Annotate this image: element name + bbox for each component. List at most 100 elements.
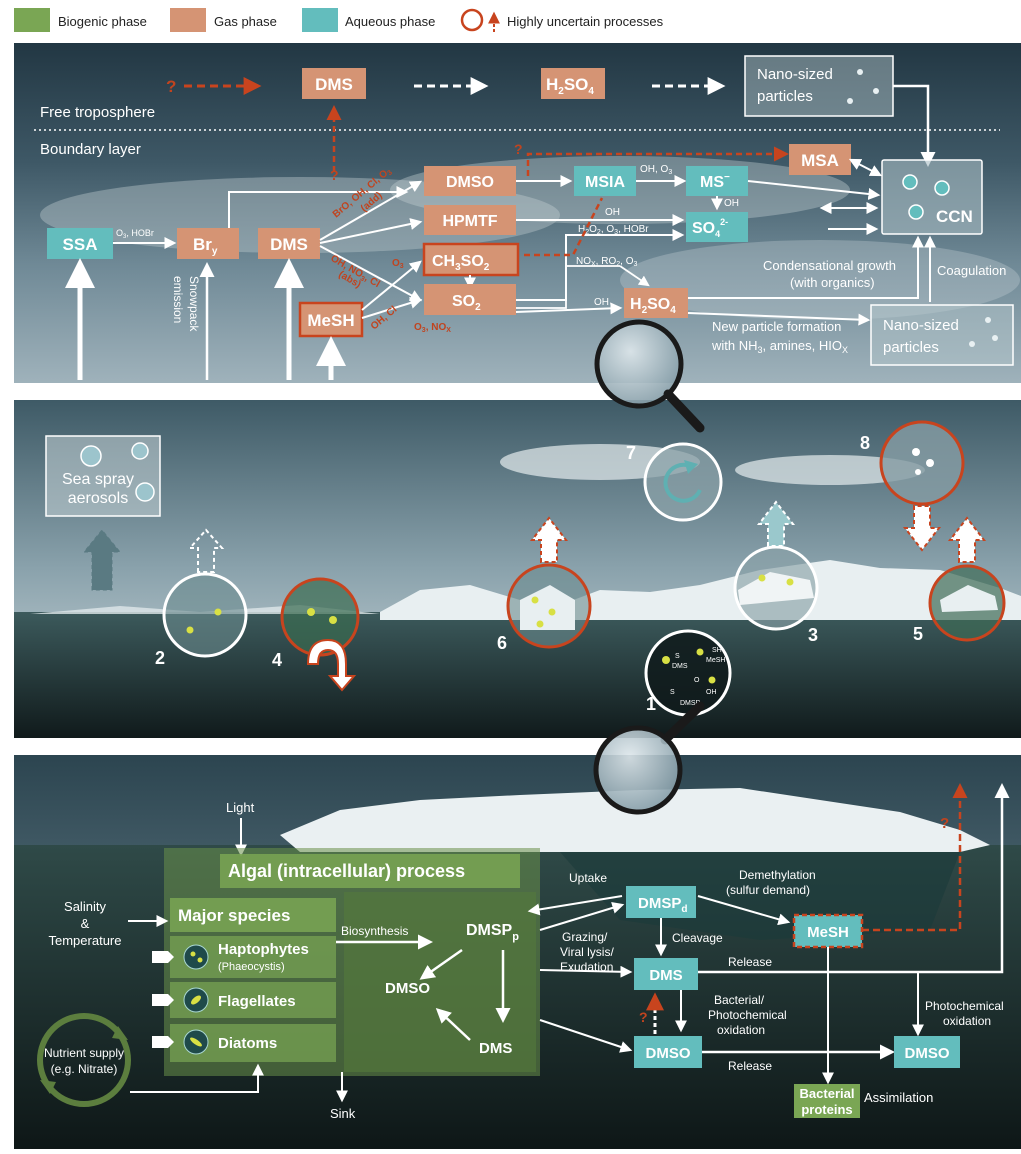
arrow-dms-release-up — [698, 783, 1010, 974]
msia-reaction-label: OH, O3 — [640, 164, 672, 176]
ssa-reaction-label: O3, HOBr — [116, 228, 154, 240]
nano-top-line1: Nano-sized — [757, 66, 833, 83]
legend-biogenic-label: Biogenic phase — [58, 14, 147, 29]
particle-dot — [307, 608, 315, 616]
o3-nox-label: O3, NOX — [414, 322, 451, 334]
ch3so2-label: CH3SO2 — [432, 253, 490, 273]
process-number-4: 4 — [272, 650, 282, 670]
dms-intracellular-label: DMS — [479, 1040, 512, 1057]
msia-label: MSIA — [585, 174, 625, 191]
particle-dot — [662, 656, 670, 664]
ssa-label: SSA — [63, 235, 98, 254]
ccn-particle — [908, 204, 924, 220]
haptophytes-label: Haptophytes — [218, 941, 309, 958]
process-number-1: 1 — [646, 694, 656, 714]
biosynthesis-label: Biosynthesis — [341, 924, 408, 938]
process-number-6: 6 — [497, 633, 507, 653]
so2-oh-label: OH — [594, 297, 609, 308]
mesh-label: MeSH — [307, 311, 354, 330]
magnifier-bottom-icon — [593, 725, 683, 815]
legend-gas-label: Gas phase — [214, 14, 277, 29]
demethylation-line1: Demethylation — [739, 868, 816, 882]
arrow-nox-to-h2so4 — [619, 265, 650, 287]
h2so4-low-label: H2SO4 — [630, 296, 676, 316]
cell-dot — [197, 957, 203, 963]
h2so4-low-box — [624, 288, 688, 318]
dashed-up-arrow-icon — [82, 529, 122, 591]
ms-minus-box — [686, 166, 748, 196]
hpmtf-oh-label: OH — [605, 207, 620, 218]
photochemical-line1: Photochemical — [925, 999, 1004, 1013]
process-8-circle — [879, 420, 965, 506]
bacterial-proteins-box — [794, 1084, 860, 1118]
cell-dot — [190, 951, 196, 957]
arrow-uptake — [527, 895, 623, 916]
chevron-arrow-icon — [152, 951, 174, 963]
msia-box — [574, 166, 636, 196]
dms-boundary-label: DMS — [270, 235, 308, 254]
particle-dot — [536, 620, 544, 628]
bacterial-proteins-line1: Bacterial — [800, 1086, 855, 1101]
uncertain-question-mark: ? — [330, 167, 339, 183]
coagulation-label: Coagulation — [937, 263, 1006, 278]
legend: Biogenic phase Gas phase Aqueous phase H… — [14, 8, 664, 32]
cycle-arrow-head — [40, 1080, 56, 1094]
major-species-box — [170, 898, 336, 932]
o3-reaction-label: O3 — [392, 258, 404, 270]
arrow-nutrient — [130, 1063, 264, 1093]
grazing-line3: Exudation — [560, 960, 613, 974]
salinity-line2: & — [81, 916, 90, 931]
sink-label: Sink — [330, 1106, 356, 1121]
diatom-cell — [190, 1037, 202, 1047]
legend-aqueous-label: Aqueous phase — [345, 14, 435, 29]
dms-boundary-box — [258, 228, 320, 259]
molecule-sh-label: SH — [712, 647, 722, 654]
mesh-dissolved-label: MeSH — [807, 924, 849, 941]
process-number-8: 8 — [860, 433, 870, 453]
ccn-label: CCN — [936, 207, 973, 226]
demethylation-line2: (sulfur demand) — [726, 883, 810, 897]
dms-dissolved-label: DMS — [649, 967, 682, 984]
haptophyte-icon — [183, 944, 209, 970]
arrow-h2so4-to-ccn — [688, 235, 924, 299]
dmso-intracellular-label: DMSO — [385, 980, 430, 997]
ssa-box — [47, 228, 113, 259]
particle-dot — [186, 626, 194, 634]
spray-droplet — [80, 445, 102, 467]
molecule-s2-label: S — [670, 689, 675, 696]
cycle-arrow-icon — [663, 462, 702, 503]
npf-line2: with NH3, amines, HIOX — [711, 338, 848, 355]
major-species-label: Major species — [178, 906, 290, 925]
legend-biogenic-swatch — [14, 8, 50, 32]
arrow-dms-to-hpmtf — [319, 218, 423, 244]
sea-spray-line1: Sea spray — [62, 471, 134, 488]
bacterial-ox-line1: Bacterial/ — [714, 993, 765, 1007]
particle-dot — [548, 608, 556, 616]
particle-dot — [915, 469, 921, 475]
salinity-line3: Temperature — [49, 933, 122, 948]
arrow-ms-to-ccn — [747, 180, 881, 200]
snowpack-line2: emission — [171, 276, 185, 323]
chevron-arrow-icon — [152, 1036, 174, 1048]
msa-label: MSA — [801, 151, 839, 170]
h2o2-reaction-label: H2O2, O3, HOBr — [578, 224, 649, 236]
arrow-mesh-to-ch3so2 — [361, 260, 422, 311]
nox-reaction-label: NOX, RO2, O3 — [576, 256, 637, 268]
uncertain-question-mark: ? — [166, 77, 176, 96]
arrow-msa-ccn — [848, 158, 883, 177]
so2-box — [424, 284, 516, 315]
so4-box — [686, 212, 748, 242]
uncertain-question-mark: ? — [514, 141, 523, 157]
nutrient-line2: (e.g. Nitrate) — [51, 1062, 118, 1076]
dmso-dissolved-box — [634, 1036, 702, 1068]
ice-icon — [738, 572, 814, 605]
dmso-dissolved-label: DMSO — [646, 1045, 691, 1062]
molecule-s-label: S — [675, 653, 680, 660]
particle-dot — [847, 98, 853, 104]
dashed-up-arrow-icon — [187, 528, 225, 573]
arrow-grazing — [539, 965, 633, 978]
process-number-3: 3 — [808, 625, 818, 645]
free-troposphere-label: Free troposphere — [40, 104, 155, 121]
cleavage-label: Cleavage — [672, 931, 723, 945]
